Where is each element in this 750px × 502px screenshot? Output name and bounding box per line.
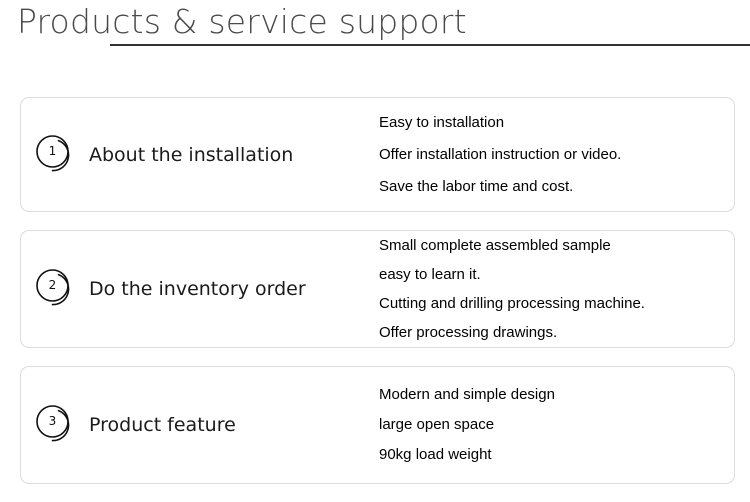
- step-number-badge: 2: [36, 269, 76, 309]
- step-number-label: 1: [48, 143, 57, 158]
- card-left-column: 2 Do the inventory order: [21, 269, 379, 309]
- circle-with-arc-icon: [36, 134, 70, 171]
- support-card-list: 1 About the installation Easy to install…: [20, 97, 735, 484]
- detail-line: Offer processing drawings.: [379, 324, 558, 341]
- detail-line: Cutting and drilling processing machine.: [379, 295, 645, 312]
- step-number-label: 3: [48, 414, 57, 428]
- circle-with-arc-icon: [36, 269, 70, 306]
- detail-line: Modern and simple design: [379, 386, 555, 403]
- support-card: 1 About the installation Easy to install…: [20, 97, 735, 212]
- card-left-column: 3 Product feature: [21, 405, 379, 445]
- title-underline-rule: [110, 44, 750, 46]
- card-title: Product feature: [89, 414, 236, 436]
- detail-line: Save the labor time and cost.: [379, 177, 574, 195]
- card-details: Easy to installation Offer installation …: [379, 107, 734, 203]
- detail-line: Offer installation instruction or video.: [379, 145, 622, 163]
- support-card: 3 Product feature Modern and simple desi…: [20, 366, 735, 484]
- step-number-label: 2: [48, 278, 57, 292]
- card-title: About the installation: [89, 143, 294, 166]
- circle-with-arc-icon: [36, 405, 70, 442]
- card-left-column: 1 About the installation: [21, 134, 379, 175]
- detail-line: large open space: [379, 416, 495, 433]
- page-title: Products & service support: [17, 2, 467, 41]
- card-title: Do the inventory order: [89, 278, 306, 300]
- step-number-badge: 3: [36, 405, 76, 445]
- detail-line: Small complete assembled sample: [379, 237, 611, 254]
- step-number-badge: 1: [36, 134, 76, 175]
- detail-line: easy to learn it.: [379, 266, 481, 283]
- detail-line: 90kg load weight: [379, 446, 492, 463]
- support-card: 2 Do the inventory order Small complete …: [20, 230, 735, 348]
- detail-line: Easy to installation: [379, 113, 505, 131]
- card-details: Modern and simple design large open spac…: [379, 380, 734, 470]
- card-details: Small complete assembled sample easy to …: [379, 231, 734, 347]
- page-header: Products & service support: [0, 0, 750, 70]
